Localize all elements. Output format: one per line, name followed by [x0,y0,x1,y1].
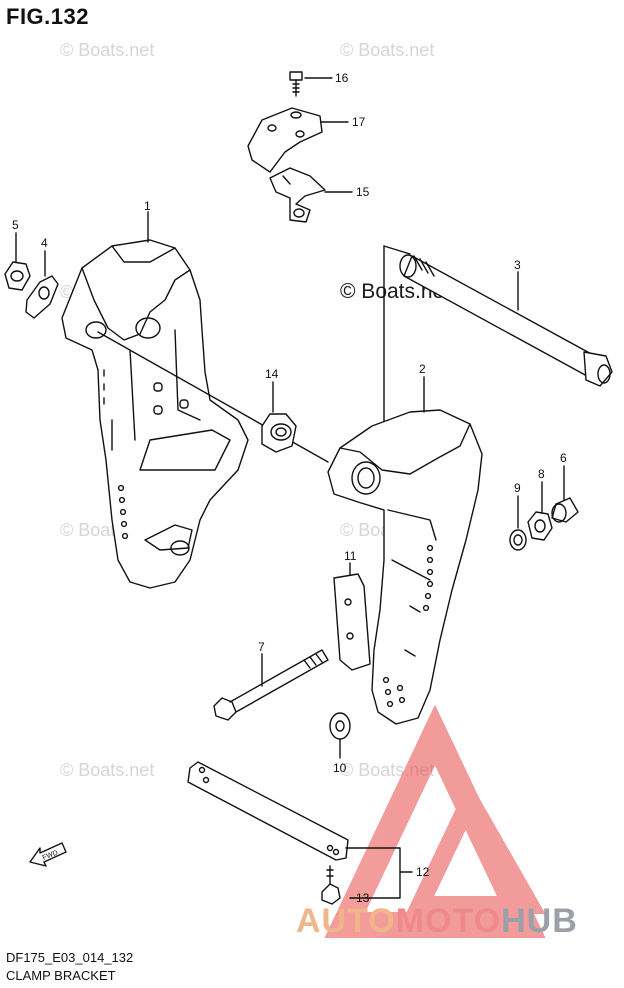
brand-triangle-logo [324,704,546,938]
bushing-14 [261,413,297,453]
clamp-bracket-2 [327,409,483,725]
callout-17: 17 [352,115,366,129]
callout-2: 2 [419,362,426,376]
fwd-arrow-icon [29,842,67,867]
callout-14: 14 [265,367,279,381]
plate-4 [25,275,59,319]
assembly-line [383,245,411,255]
bolt-16 [289,71,303,97]
figure-title: FIG.132 [6,4,89,29]
callout-6: 6 [560,451,567,465]
plate-12 [187,761,349,861]
brand-part-1: AUTO [296,902,396,940]
leader-12 [345,847,401,899]
bracket-15 [269,167,326,223]
nut-8 [527,511,553,541]
brand-wordmark: AUTOMOTOHUB [296,902,578,941]
callout-3: 3 [514,258,521,272]
callout-13: 13 [356,891,370,905]
clamp-bracket-1 [61,239,249,589]
callout-7: 7 [258,640,265,654]
tilt-tube-3 [399,254,613,387]
figure-code: DF175_E03_014_132 [6,950,134,965]
nut-5 [4,261,31,291]
washer-10 [329,712,351,740]
brand-part-3: HUB [501,902,578,940]
plate-11 [333,573,371,671]
callout-8: 8 [538,467,545,481]
figure-caption: CLAMP BRACKET [6,968,116,983]
callout-10: 10 [333,761,347,775]
watermark: © Boats.net [60,760,155,780]
watermark: © Boats.net [60,40,155,60]
callout-5: 5 [12,218,19,232]
watermark: © Boats.net [340,40,435,60]
sleeve-6 [551,497,579,523]
brand-part-2: MOTO [395,902,502,940]
callout-16: 16 [335,71,349,85]
callout-15: 15 [356,185,370,199]
bolt-7 [213,649,329,721]
washer-9 [509,529,527,551]
callout-4: 4 [41,236,48,250]
bolt-13 [321,865,341,905]
cover-plate-17 [247,107,323,173]
callout-9: 9 [514,481,521,495]
callout-11: 11 [344,549,357,563]
callout-1: 1 [144,199,151,213]
callout-12: 12 [416,865,430,879]
